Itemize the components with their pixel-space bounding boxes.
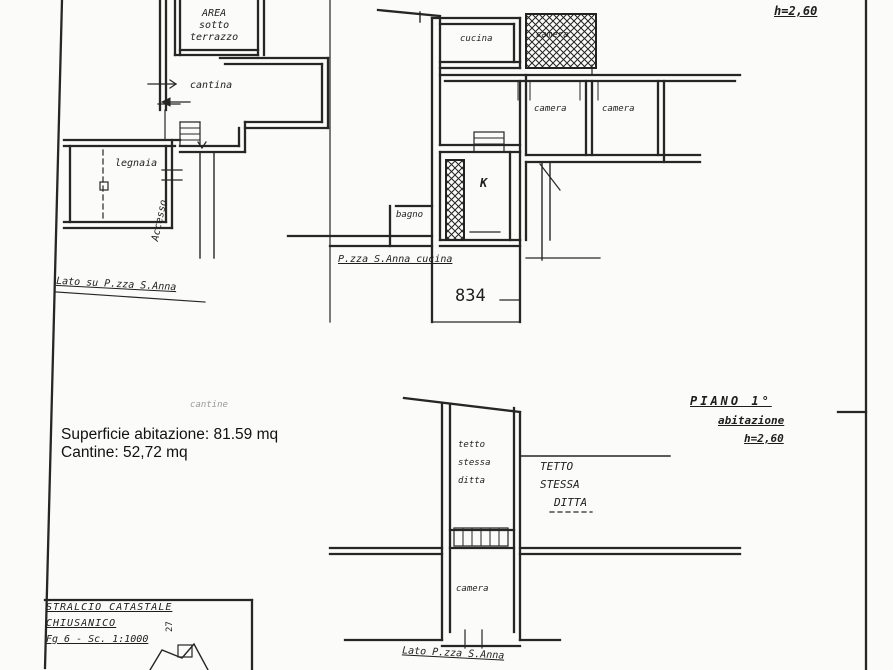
subalterno-number: 834 <box>455 286 486 306</box>
area-sotto-terrazzo-label: AREA sotto terrazzo <box>190 8 238 44</box>
area-label-line-2: sotto <box>199 20 230 31</box>
cellar-area-label: Cantine: 52,72 mq <box>61 444 188 461</box>
piano-title-label: PIANO 1° <box>690 394 772 408</box>
ceiling-height-top-label: h=2,60 <box>774 4 818 18</box>
upper-floor-plan-bottom <box>328 396 742 649</box>
cellar-plan-left <box>55 0 330 303</box>
tetto-big-line-2: STESSA <box>540 478 580 491</box>
svg-text:27: 27 <box>165 621 175 632</box>
camera-bottom-label: camera <box>456 584 489 594</box>
surface-area-label: Superficie abitazione: 81.59 mq <box>61 426 279 443</box>
legnaia-label: legnaia <box>115 158 158 169</box>
piano-subtitle-label: abitazione <box>718 414 785 427</box>
foglio-label: Fg 6 - Sc. 1:1000 <box>46 634 149 645</box>
tetto-big-label: TETTO STESSA DITTA <box>540 458 587 512</box>
tetto-small-label: tetto stessa ditta <box>458 436 491 490</box>
ceiling-height-label: h=2,60 <box>744 432 784 445</box>
piazza-cucina-label: P.zza S.Anna cucina <box>338 254 453 265</box>
stralcio-label: STRALCIO CATASTALE <box>46 602 173 613</box>
tetto-big-line-3: DITTA <box>554 496 588 509</box>
tetto-small-line-1: tetto <box>458 440 486 450</box>
camera-label-3: camera <box>536 30 569 40</box>
tetto-big-line-1: TETTO <box>540 460 574 473</box>
bagno-label: bagno <box>396 210 424 220</box>
ground-floor-plan-top <box>286 8 742 324</box>
camera-label-1: camera <box>534 104 567 114</box>
tetto-small-line-2: stessa <box>458 458 491 468</box>
cantina-label: cantina <box>190 80 233 91</box>
area-label-line-3: terrazzo <box>190 32 239 43</box>
faded-label: cantine <box>190 400 228 410</box>
comune-label: CHIUSANICO <box>46 618 117 629</box>
area-label-line-1: AREA <box>202 8 227 19</box>
k-label: K <box>480 176 488 190</box>
cucina-top-label: cucina <box>460 34 493 44</box>
camera-label-2: camera <box>602 104 635 114</box>
tetto-small-line-3: ditta <box>458 476 486 486</box>
